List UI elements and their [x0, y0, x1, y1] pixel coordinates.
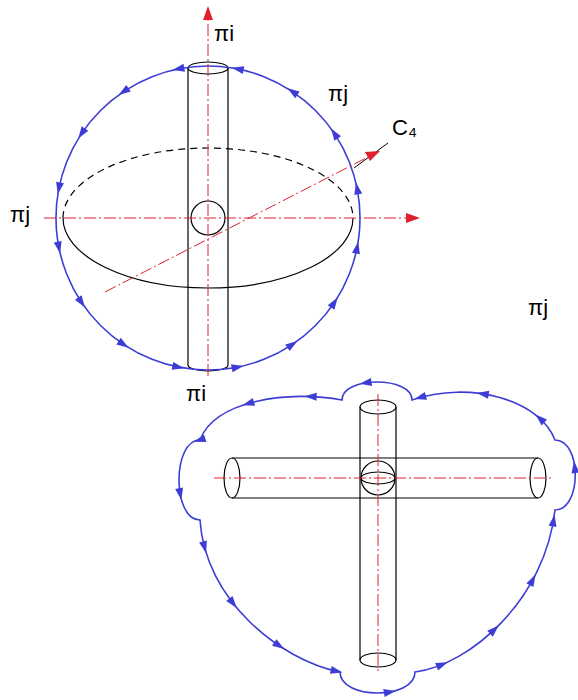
orbit-arrowhead [226, 596, 240, 610]
orbit-arrowhead [305, 392, 317, 400]
axis-line [208, 18, 209, 376]
orbit-arrowhead [172, 362, 185, 372]
orbit-arrowhead [383, 687, 396, 697]
orbit-arrowhead [285, 85, 299, 98]
axis-arrowhead [365, 151, 380, 161]
axis-label: C₄ [392, 116, 417, 140]
orbit-arrowhead [54, 241, 64, 254]
orbit-arrowhead [526, 573, 539, 587]
orbit-arrowhead [116, 85, 130, 98]
axes [44, 18, 408, 376]
orbit-arrowhead [533, 412, 547, 426]
axis-line [378, 394, 379, 674]
axis-label: πi [214, 22, 234, 46]
orbit-arrowhead [231, 64, 244, 74]
orbit-arrowhead [359, 378, 372, 388]
cylinder-side [232, 457, 538, 458]
orbit-arrowhead [330, 666, 343, 676]
orbit-arrowhead [241, 398, 255, 409]
orbit-arrowhead [352, 182, 362, 195]
axis-line [214, 478, 552, 479]
orbit-arrowhead [352, 241, 362, 254]
axis-arrowheads [203, 6, 420, 223]
cylinder-side [359, 407, 360, 660]
orbit-arrowheads [54, 64, 578, 697]
orbit-arrowhead [285, 338, 299, 351]
axis-line [44, 218, 408, 219]
orbit-arrowhead [75, 126, 88, 140]
orbit-arrowhead [435, 659, 449, 671]
axis-label: πj [528, 296, 548, 320]
cylinder-side [232, 497, 538, 498]
axis-line [105, 156, 370, 292]
orbit-arrowhead [175, 487, 185, 500]
orbit-arrowhead [116, 338, 130, 351]
orbit-arrowhead [413, 392, 427, 403]
orbit-arrowhead [328, 126, 341, 140]
rotation-orbit [179, 382, 575, 693]
orbit-arrowhead [549, 514, 559, 527]
orbit-arrowhead [75, 295, 88, 309]
leader-line [354, 143, 388, 168]
orbit-arrowhead [172, 64, 185, 74]
orbit-arrowhead [231, 362, 244, 372]
axis-arrowhead [203, 6, 213, 20]
axis-label: πi [186, 382, 206, 406]
cylinder-side [187, 68, 188, 365]
cylinder-side [395, 407, 396, 660]
orbit-arrowhead [570, 461, 578, 474]
orbit-arrowhead [193, 434, 207, 445]
orbit-arrowhead [272, 639, 286, 652]
axis-label: πj [10, 203, 30, 227]
cylinder-side [227, 68, 228, 365]
orbit-arrowhead [328, 295, 341, 309]
orbit-arrowhead [476, 389, 489, 399]
axis-label: πj [328, 82, 348, 106]
axis-arrowhead [406, 213, 420, 223]
orbit-arrowhead [54, 182, 64, 195]
sphere-figure [56, 62, 388, 371]
cross-figure [179, 382, 575, 693]
orbit-arrowhead [199, 541, 210, 555]
axes [214, 394, 552, 674]
orbit-arrowhead [487, 623, 501, 637]
